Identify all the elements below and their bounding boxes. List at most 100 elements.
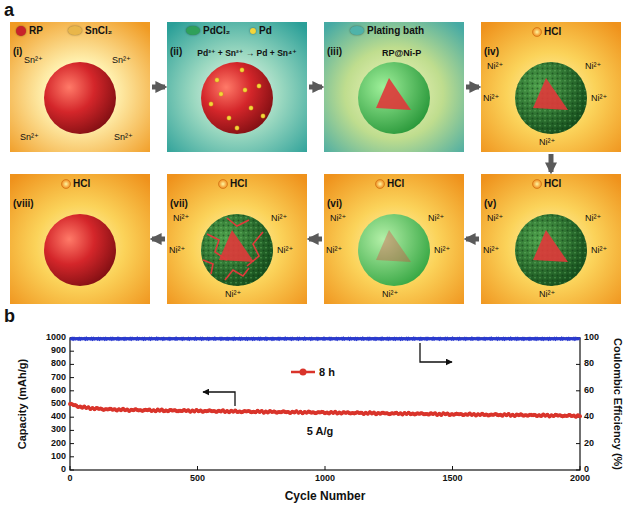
red-phosphorus-sphere xyxy=(44,214,116,286)
panel-background xyxy=(167,174,307,304)
red-phosphorus-core xyxy=(376,78,411,110)
reagent-icon xyxy=(376,180,385,189)
pd-particle xyxy=(219,92,223,96)
ion-label: Sn²⁺ xyxy=(114,133,133,143)
panel-illustration xyxy=(324,174,464,304)
pd-particle xyxy=(249,106,253,110)
shell-texture xyxy=(201,214,273,286)
tick-label: 900 xyxy=(51,346,66,356)
panel-illustration xyxy=(167,174,307,304)
panel-illustration xyxy=(167,22,307,152)
ion-label: Ni²⁺ xyxy=(483,246,499,256)
axis-title: Coulombic Efficiency (%) xyxy=(612,338,624,470)
reagent-icon xyxy=(533,28,542,37)
panel-letter: b xyxy=(4,307,15,327)
tick xyxy=(70,443,74,444)
shell-label: RP@Ni-P xyxy=(382,49,421,59)
ion-label: Ni²⁺ xyxy=(330,214,346,224)
tick-label: 100 xyxy=(584,333,599,343)
tick-label: 40 xyxy=(584,412,594,422)
panel-background xyxy=(10,174,150,304)
reagent-icon xyxy=(533,180,542,189)
red-phosphorus-core xyxy=(376,230,411,262)
data-series xyxy=(68,338,582,418)
legend-text: RP xyxy=(29,25,43,36)
ion-label: Ni²⁺ xyxy=(591,246,607,256)
tick-label: 200 xyxy=(51,439,66,449)
axis-title: Capacity (mAh/g) xyxy=(16,359,28,449)
legend-swatch xyxy=(16,26,26,36)
ion-label: Ni²⁺ xyxy=(169,246,185,256)
shell-crack xyxy=(227,218,249,226)
panel-letter: a xyxy=(4,1,14,21)
tick-label: 1000 xyxy=(46,333,66,343)
ion-label: Ni²⁺ xyxy=(585,214,601,224)
process-arrow xyxy=(309,85,322,90)
legend-text: PdCl₂ xyxy=(203,25,230,36)
panel-illustration xyxy=(324,22,464,152)
reagent-label: HCl xyxy=(544,178,561,189)
particle xyxy=(358,214,430,286)
process-step-panel: (iii)RP@Ni-P xyxy=(324,22,464,152)
tick-label: 60 xyxy=(584,386,594,396)
legend-item: Pd xyxy=(250,25,272,36)
particle xyxy=(201,62,273,134)
plot-frame xyxy=(70,338,580,470)
ion-label: Ni²⁺ xyxy=(225,290,241,300)
panel-background xyxy=(324,174,464,304)
panel-background xyxy=(481,22,621,152)
legend-item: Plating bath xyxy=(350,25,424,36)
legend-swatch xyxy=(350,26,364,35)
tick xyxy=(325,466,326,470)
tick xyxy=(70,466,71,470)
ion-label: Ni²⁺ xyxy=(382,290,398,300)
process-step-panel: (viii) HCl xyxy=(10,174,150,304)
shell-crack xyxy=(247,232,263,266)
ion-label: Ni²⁺ xyxy=(585,62,601,72)
tick-label: 0 xyxy=(67,474,72,484)
legend-sample xyxy=(290,367,316,377)
process-step-panel: (v)HClNi²⁺Ni²⁺Ni²⁺Ni²⁺Ni²⁺ xyxy=(481,174,621,304)
ion-label: Ni²⁺ xyxy=(487,214,503,224)
red-phosphorus-sphere xyxy=(44,62,116,134)
tick-label: 0 xyxy=(61,465,66,475)
tick xyxy=(576,390,580,391)
step-number: (viii) xyxy=(13,198,34,209)
tick-label: 1500 xyxy=(442,474,462,484)
ion-label: Ni²⁺ xyxy=(487,62,503,72)
particle xyxy=(44,62,116,134)
panel-illustration xyxy=(481,22,621,152)
ion-label: Ni²⁺ xyxy=(173,214,189,224)
process-arrow xyxy=(549,154,554,172)
tick xyxy=(70,377,74,378)
tick xyxy=(580,466,581,470)
step-number: (vii) xyxy=(170,198,188,209)
legend-text: 8 h xyxy=(319,366,335,378)
legend-item: SnCl₂ xyxy=(68,25,112,36)
ion-label: Ni²⁺ xyxy=(428,214,444,224)
tick xyxy=(576,470,580,471)
pd-particle xyxy=(243,88,247,92)
tick xyxy=(576,443,580,444)
ni-p-shell xyxy=(515,214,587,286)
ion-label: Sn²⁺ xyxy=(24,56,43,66)
process-step-panel: (vi)HClNi²⁺Ni²⁺Ni²⁺Ni²⁺Ni²⁺ xyxy=(324,174,464,304)
tick xyxy=(70,364,74,365)
particle xyxy=(44,214,116,286)
step-number: (v) xyxy=(484,198,496,209)
axis-pointer-arrow xyxy=(420,343,452,362)
ion-label: Ni²⁺ xyxy=(591,94,607,104)
ion-label: Ni²⁺ xyxy=(277,246,293,256)
pd-particle xyxy=(227,116,231,120)
pd-particle xyxy=(209,102,213,106)
shell-crack xyxy=(203,260,213,274)
legend-swatch xyxy=(186,26,200,35)
legend-item: RP xyxy=(16,25,43,36)
red-phosphorus-core xyxy=(533,78,568,110)
ion-label: Ni²⁺ xyxy=(539,138,555,148)
tick-label: 20 xyxy=(584,439,594,449)
reagent-icon xyxy=(219,180,228,189)
reagent-label: HCl xyxy=(73,178,90,189)
step-number: (ii) xyxy=(170,46,182,57)
